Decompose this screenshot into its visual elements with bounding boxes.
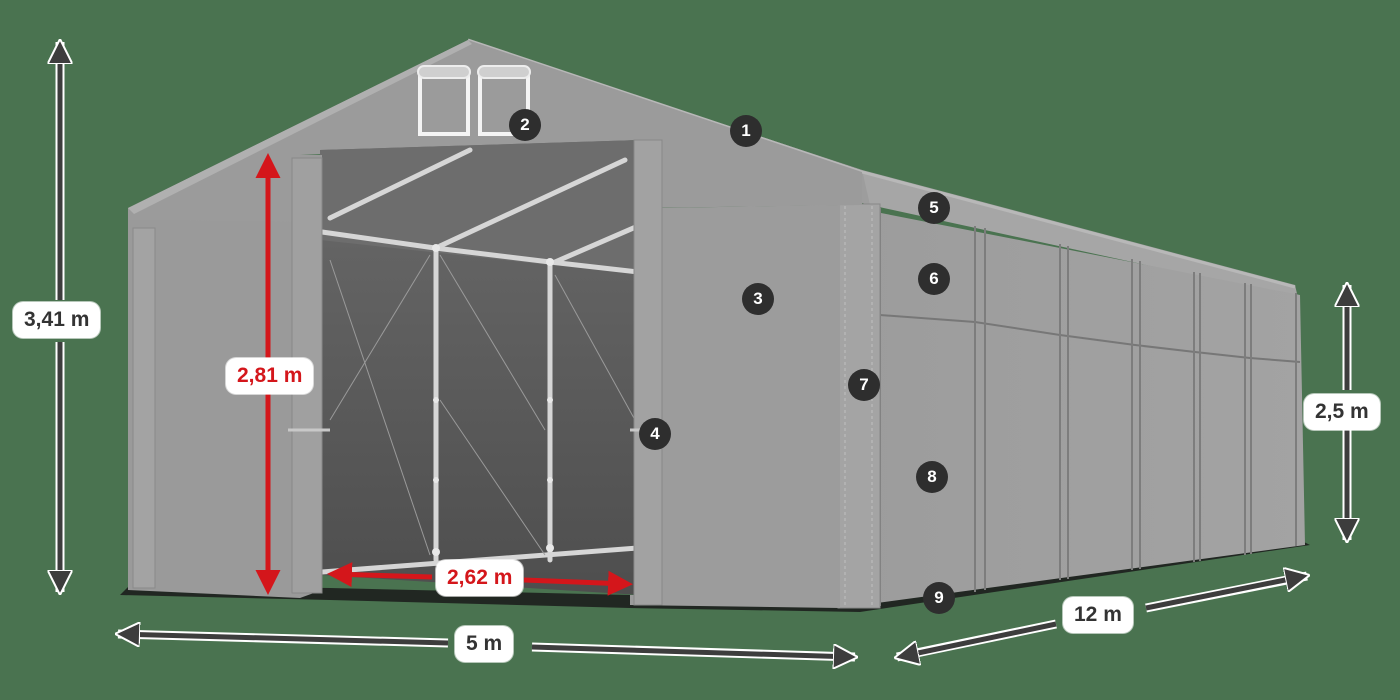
callout-front-wall[interactable]: 3 bbox=[742, 283, 774, 315]
callout-ground-skirt[interactable]: 9 bbox=[923, 582, 955, 614]
callout-upper-side-panel[interactable]: 6 bbox=[918, 263, 950, 295]
dimension-label-door-width: 2,62 m bbox=[436, 560, 524, 596]
dimension-label-front-width: 5 m bbox=[455, 626, 514, 662]
dimension-label-door-height: 2,81 m bbox=[226, 358, 314, 394]
ground-shadow bbox=[120, 540, 1310, 612]
callout-roof[interactable]: 1 bbox=[730, 115, 762, 147]
callout-gable-vents[interactable]: 2 bbox=[509, 109, 541, 141]
callout-side-wall[interactable]: 8 bbox=[916, 461, 948, 493]
gable-vents bbox=[417, 65, 531, 136]
callout-door-fastener[interactable]: 4 bbox=[639, 418, 671, 450]
callout-corner-post[interactable]: 7 bbox=[848, 369, 880, 401]
callout-roof-eave[interactable]: 5 bbox=[918, 192, 950, 224]
front-wall bbox=[128, 139, 840, 608]
dimension-arrows bbox=[60, 42, 1347, 657]
side-wall bbox=[837, 203, 1305, 609]
dimension-label-side-height: 2,5 m bbox=[1304, 394, 1380, 430]
door-opening bbox=[319, 140, 641, 595]
dimension-label-length: 12 m bbox=[1063, 597, 1133, 633]
dimension-label-total-height: 3,41 m bbox=[13, 302, 101, 338]
